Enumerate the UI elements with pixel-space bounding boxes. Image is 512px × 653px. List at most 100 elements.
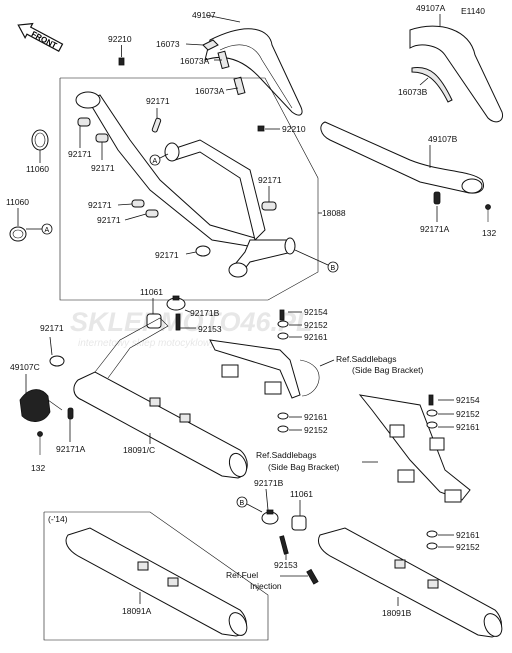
ref-fuel-line2: Injection bbox=[250, 581, 282, 591]
label-92171A-top: 92171A bbox=[420, 224, 450, 234]
label-92153-1: 92153 bbox=[198, 324, 222, 334]
bag-bracket-right bbox=[358, 394, 471, 503]
bolt-92210-2 bbox=[257, 125, 265, 132]
label-132-top: 132 bbox=[482, 228, 496, 238]
bolt-92210-1 bbox=[118, 57, 125, 66]
clamp-92171B-2 bbox=[261, 509, 279, 525]
label-92154-1: 92154 bbox=[304, 307, 328, 317]
callout-b-1: B bbox=[327, 261, 339, 273]
callout-a-1-text: A bbox=[45, 227, 50, 234]
label-11061-2: 11061 bbox=[290, 489, 313, 499]
heat-cover-49107B bbox=[320, 121, 484, 194]
ref-saddlebags-1-line2: (Side Bag Bracket) bbox=[352, 365, 424, 375]
label-11060-1: 11060 bbox=[26, 164, 49, 174]
label-16073A-1: 16073A bbox=[180, 56, 210, 66]
label-92152-2: 92152 bbox=[304, 425, 328, 435]
callout-a-2: A bbox=[149, 154, 161, 166]
clip-16073 bbox=[202, 39, 219, 51]
front-pipe-bracket-box bbox=[59, 77, 319, 301]
front-label: FRONT bbox=[30, 29, 59, 50]
label-18088: 18088 bbox=[322, 208, 346, 218]
clamp-92171-4 bbox=[131, 199, 145, 208]
label-92161-2: 92161 bbox=[304, 412, 328, 422]
ref-saddlebags-2-line1: Ref.Saddlebags bbox=[256, 450, 317, 460]
label-11060-2: 11060 bbox=[6, 197, 29, 207]
label-92171-5: 92171 bbox=[97, 215, 121, 225]
clip-16073A-2 bbox=[233, 76, 246, 96]
clamp-92171-2 bbox=[95, 133, 109, 143]
clip-16073A-1 bbox=[217, 50, 230, 70]
label-16073B: 16073B bbox=[398, 87, 428, 97]
clamp-92171-8 bbox=[49, 355, 65, 367]
ref-saddlebags-1-line1: Ref.Saddlebags bbox=[336, 354, 397, 364]
variant-box bbox=[43, 511, 269, 641]
bag-bracket-left bbox=[209, 339, 320, 399]
callout-b-1-text: B bbox=[331, 265, 336, 272]
label-92171-2: 92171 bbox=[91, 163, 115, 173]
muffler-18091C bbox=[73, 317, 248, 479]
watermark-tagline: internetowy sklep motocyklowy bbox=[78, 338, 216, 349]
label-92152-3: 92152 bbox=[456, 409, 480, 419]
variant-note: (-'14) bbox=[48, 514, 68, 524]
label-49107C: 49107C bbox=[10, 362, 40, 372]
label-18091C: 18091/C bbox=[123, 445, 155, 455]
label-92171-8: 92171 bbox=[40, 323, 64, 333]
label-16073A-2: 16073A bbox=[195, 86, 225, 96]
clamp-92171A-2 bbox=[67, 407, 74, 420]
label-18091A: 18091A bbox=[122, 606, 152, 616]
washers-right bbox=[426, 394, 438, 550]
label-92171-4: 92171 bbox=[88, 200, 112, 210]
label-92161-1: 92161 bbox=[304, 332, 328, 342]
label-18091B: 18091B bbox=[382, 608, 412, 618]
heat-cover-49107A bbox=[409, 25, 504, 123]
ref-fuel-line1: Ref.Fuel bbox=[226, 570, 258, 580]
watermark-logo: SKLEPMOTO46.PL bbox=[70, 307, 313, 337]
watermark: SKLEPMOTO46.PL internetowy sklep motocyk… bbox=[70, 307, 313, 349]
callout-a-1: A bbox=[41, 223, 53, 235]
clamp-92171B-1 bbox=[166, 295, 186, 311]
label-132-bottom: 132 bbox=[31, 463, 45, 473]
label-16073: 16073 bbox=[156, 39, 180, 49]
label-92171A-2: 92171A bbox=[56, 444, 86, 454]
label-92210-2: 92210 bbox=[282, 124, 306, 134]
label-92161-3: 92161 bbox=[456, 422, 480, 432]
gasket-11061-2 bbox=[291, 515, 307, 531]
label-11061-1: 11061 bbox=[140, 287, 163, 297]
label-92152-1: 92152 bbox=[304, 320, 328, 330]
front-pipe-18088 bbox=[75, 91, 296, 278]
callout-a-2-text: A bbox=[153, 158, 158, 165]
clamp-92171-6 bbox=[261, 201, 277, 211]
label-92171-7: 92171 bbox=[155, 250, 179, 260]
callout-b-2-text: B bbox=[240, 500, 245, 507]
bolt-132-top bbox=[485, 204, 491, 222]
sensor-fuel-injection bbox=[306, 568, 319, 585]
diagram-id: E1140 bbox=[461, 6, 485, 16]
heat-cover-49107 bbox=[204, 28, 303, 116]
clamp-92171A-top bbox=[433, 191, 441, 205]
label-92161-4: 92161 bbox=[456, 530, 480, 540]
front-arrow-icon: FRONT bbox=[17, 22, 64, 52]
label-49107: 49107 bbox=[192, 10, 216, 20]
label-92152-4: 92152 bbox=[456, 542, 480, 552]
clamp-92171-1 bbox=[77, 117, 91, 127]
label-92171B-2: 92171B bbox=[254, 478, 284, 488]
muffler-18091A bbox=[65, 527, 248, 637]
clamp-92171-7 bbox=[195, 245, 211, 257]
clamp-92171-5 bbox=[145, 209, 159, 218]
label-92171-3: 92171 bbox=[146, 96, 170, 106]
gasket-11060-1 bbox=[31, 129, 49, 151]
clamp-92171-3 bbox=[151, 117, 162, 133]
clip-16073B bbox=[411, 66, 453, 103]
end-cover-49107C bbox=[19, 389, 63, 422]
bolt-92153-2 bbox=[279, 535, 289, 555]
label-92154-2: 92154 bbox=[456, 395, 480, 405]
bolt-92153-1 bbox=[175, 313, 181, 331]
label-92153-2: 92153 bbox=[274, 560, 298, 570]
label-49107A: 49107A bbox=[416, 3, 446, 13]
bolt-132-bottom bbox=[37, 431, 43, 455]
muffler-18091B bbox=[317, 527, 503, 638]
callout-b-2: B bbox=[236, 496, 248, 508]
label-92171-6: 92171 bbox=[258, 175, 282, 185]
